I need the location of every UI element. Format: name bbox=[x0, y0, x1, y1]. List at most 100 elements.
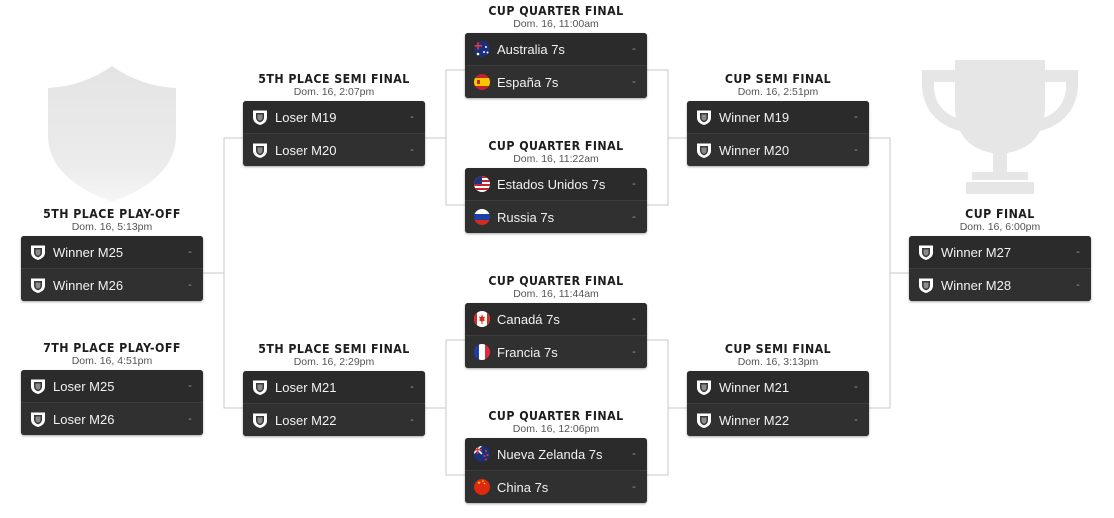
trophy-icon bbox=[922, 60, 1078, 194]
shield-icon bbox=[48, 66, 176, 202]
team-score: - bbox=[632, 178, 636, 190]
match-card[interactable]: Winner M27- Winner M28 - bbox=[909, 236, 1091, 301]
flag-russia-icon bbox=[473, 208, 491, 226]
team-row-winner-m26[interactable]: Winner M26 - bbox=[21, 268, 203, 301]
match-card[interactable]: Loser M21 - Loser M22 - bbox=[243, 371, 425, 436]
team-score: - bbox=[410, 144, 414, 156]
team-row-china-7s[interactable]: China 7s- bbox=[465, 470, 647, 503]
match-date: Dom. 16, 3:13pm bbox=[737, 356, 819, 368]
team-row-loser-m25[interactable]: Loser M25- bbox=[21, 370, 203, 402]
team-score: - bbox=[854, 111, 858, 123]
match-title: CUP QUARTER FINAL bbox=[488, 4, 624, 18]
match-title: 5TH PLACE SEMI FINAL bbox=[258, 72, 410, 86]
team-row-loser-m20[interactable]: Loser M20 - bbox=[243, 133, 425, 166]
team-score: - bbox=[632, 448, 636, 460]
team-row-winner-m20[interactable]: Winner M20 - bbox=[687, 133, 869, 166]
team-row-russia-7s[interactable]: Russia 7s- bbox=[465, 200, 647, 233]
team-name: Winner M22 bbox=[719, 412, 790, 428]
team-name: China 7s bbox=[497, 479, 549, 495]
match-date: Dom. 16, 4:51pm bbox=[71, 355, 153, 367]
match-card[interactable]: Nueva Zelanda 7s - China 7s- bbox=[465, 438, 647, 503]
team-row-australia-7s[interactable]: Australia 7s- bbox=[465, 33, 647, 65]
team-name: Canadá 7s bbox=[497, 311, 560, 327]
team-name: Loser M21 bbox=[275, 379, 337, 395]
team-row-loser-m21[interactable]: Loser M21 - bbox=[243, 371, 425, 403]
team-score: - bbox=[1076, 279, 1080, 291]
team-name: Winner M20 bbox=[719, 142, 790, 158]
team-row-francia-7s[interactable]: Francia 7s- bbox=[465, 335, 647, 368]
team-name: Winner M27 bbox=[941, 244, 1012, 260]
team-name: Loser M19 bbox=[275, 109, 337, 125]
match-date: Dom. 16, 2:07pm bbox=[293, 86, 375, 98]
match-card[interactable]: Loser M19- Loser M20 - bbox=[243, 101, 425, 166]
flag-new-zealand-icon bbox=[473, 445, 491, 463]
team-score: - bbox=[410, 414, 414, 426]
match-title: CUP QUARTER FINAL bbox=[488, 139, 624, 153]
shield-placeholder-icon bbox=[695, 108, 713, 126]
team-score: - bbox=[854, 381, 858, 393]
team-row-winner-m22[interactable]: Winner M22- bbox=[687, 403, 869, 436]
match-card[interactable]: Winner M25- Winner M26 - bbox=[21, 236, 203, 301]
team-row-loser-m19[interactable]: Loser M19- bbox=[243, 101, 425, 133]
match-title: CUP SEMI FINAL bbox=[724, 72, 832, 86]
team-row-winner-m21[interactable]: Winner M21- bbox=[687, 371, 869, 403]
shield-placeholder-icon bbox=[695, 411, 713, 429]
team-row-winner-m19[interactable]: Winner M19 - bbox=[687, 101, 869, 133]
team-row-nueva-zelanda-7s[interactable]: Nueva Zelanda 7s - bbox=[465, 438, 647, 470]
team-score: - bbox=[854, 144, 858, 156]
team-score: - bbox=[188, 413, 192, 425]
match-date: Dom. 16, 11:44am bbox=[513, 288, 599, 300]
shield-placeholder-icon bbox=[251, 141, 269, 159]
flag-spain-icon bbox=[473, 73, 491, 91]
team-row-winner-m25[interactable]: Winner M25- bbox=[21, 236, 203, 268]
match-title: CUP FINAL bbox=[965, 207, 1035, 221]
match-card[interactable]: Estados Unidos 7s-Russia 7s- bbox=[465, 168, 647, 233]
team-name: Winner M19 bbox=[719, 109, 790, 125]
team-name: Winner M28 bbox=[941, 277, 1012, 293]
team-row-winner-m27[interactable]: Winner M27- bbox=[909, 236, 1091, 268]
match-date: Dom. 16, 12:06pm bbox=[512, 423, 600, 435]
match-date: Dom. 16, 5:13pm bbox=[71, 221, 153, 233]
team-name: España 7s bbox=[497, 74, 559, 90]
team-row-estados-unidos-7s[interactable]: Estados Unidos 7s- bbox=[465, 168, 647, 200]
team-row-winner-m28[interactable]: Winner M28 - bbox=[909, 268, 1091, 301]
match-card[interactable]: Australia 7s- España 7s - bbox=[465, 33, 647, 98]
match-date: Dom. 16, 11:00am bbox=[513, 18, 599, 30]
shield-placeholder-icon bbox=[695, 378, 713, 396]
match-date: Dom. 16, 6:00pm bbox=[959, 221, 1041, 233]
team-score: - bbox=[188, 279, 192, 291]
shield-placeholder-icon bbox=[251, 378, 269, 396]
match-title: CUP QUARTER FINAL bbox=[488, 409, 624, 423]
team-name: Loser M20 bbox=[275, 142, 337, 158]
team-row-canada-7s[interactable]: Canadá 7s - bbox=[465, 303, 647, 335]
match-card[interactable]: Loser M25- Loser M26 - bbox=[21, 370, 203, 435]
team-name: Nueva Zelanda 7s bbox=[497, 446, 603, 462]
team-score: - bbox=[410, 381, 414, 393]
team-name: Loser M26 bbox=[53, 411, 115, 427]
flag-usa-icon bbox=[473, 175, 491, 193]
flag-australia-icon bbox=[473, 40, 491, 58]
team-row-loser-m26[interactable]: Loser M26 - bbox=[21, 402, 203, 435]
team-score: - bbox=[632, 313, 636, 325]
team-score: - bbox=[632, 76, 636, 88]
shield-placeholder-icon bbox=[251, 411, 269, 429]
match-date: Dom. 16, 11:22am bbox=[513, 153, 599, 165]
match-title: 7TH PLACE PLAY-OFF bbox=[43, 341, 181, 355]
match-card[interactable]: Winner M21-Winner M22- bbox=[687, 371, 869, 436]
shield-placeholder-icon bbox=[29, 243, 47, 261]
team-name: Loser M22 bbox=[275, 412, 337, 428]
team-row-espana-7s[interactable]: España 7s - bbox=[465, 65, 647, 98]
match-card[interactable]: Winner M19 - Winner M20 - bbox=[687, 101, 869, 166]
team-name: Francia 7s bbox=[497, 344, 558, 360]
shield-placeholder-icon bbox=[695, 141, 713, 159]
match-card[interactable]: Canadá 7s - Francia 7s- bbox=[465, 303, 647, 368]
team-row-loser-m22[interactable]: Loser M22 - bbox=[243, 403, 425, 436]
team-name: Winner M26 bbox=[53, 277, 124, 293]
